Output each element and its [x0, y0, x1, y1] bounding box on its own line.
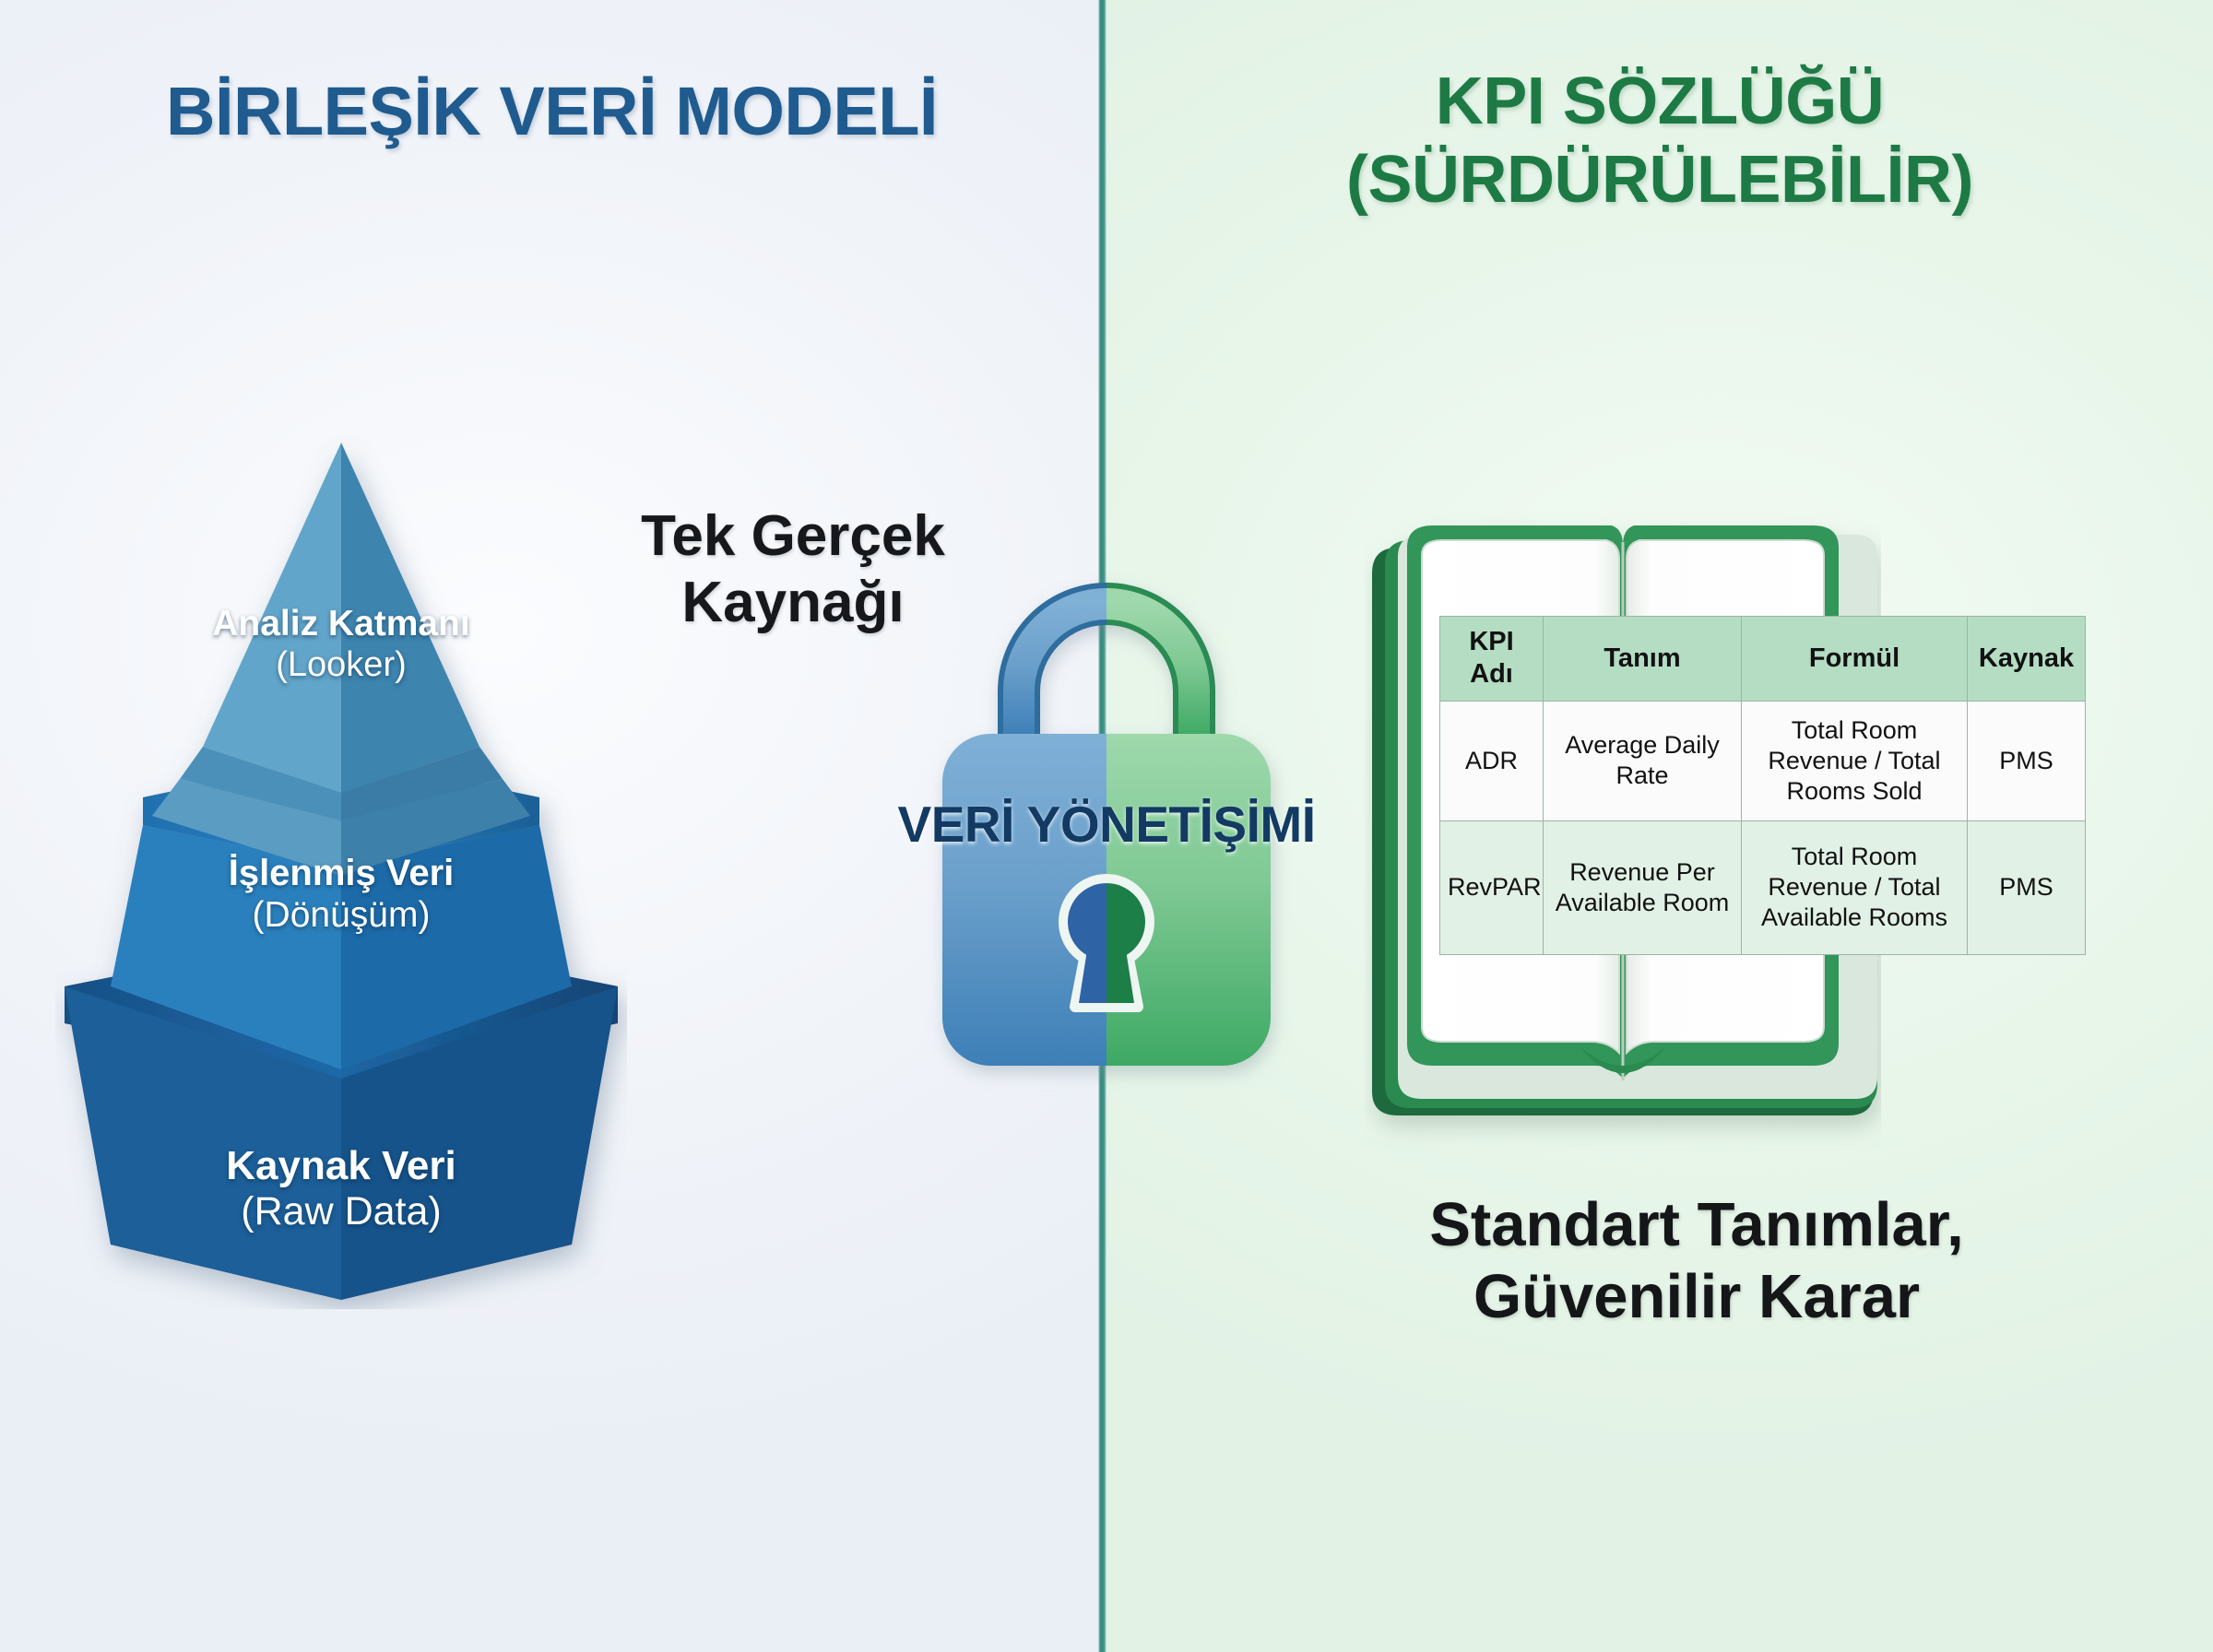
keyhole-icon: [1059, 874, 1154, 1012]
cell-source: PMS: [1967, 700, 2086, 821]
right-title-line-2: (SÜRDÜRÜLEBİLİR): [1346, 142, 1973, 217]
right-panel-title: KPI SÖZLÜĞÜ (SÜRDÜRÜLEBİLİR): [1106, 63, 2213, 219]
caption-line-1: Tek Gerçek: [641, 504, 945, 568]
header-formula: Formül: [1741, 616, 1968, 702]
cell-source: PMS: [1967, 820, 2086, 955]
single-source-of-truth-caption: Tek Gerçek Kaynağı: [572, 503, 1014, 636]
cell-formula: Total Room Revenue / Total Rooms Sold: [1741, 700, 1968, 821]
cell-definition: Revenue Per Available Room: [1543, 820, 1742, 955]
data-governance-label: VERİ YÖNETİŞİMİ: [897, 796, 1316, 853]
kpi-definitions-table: KPI Adı Tanım Formül Kaynak ADR Average …: [1439, 616, 2086, 955]
right-title-line-1: KPI SÖZLÜĞÜ: [1435, 65, 1885, 138]
header-definition: Tanım: [1543, 616, 1742, 702]
pyramid-graphic: [65, 442, 618, 1300]
book-caption-line-1: Standart Tanımlar,: [1429, 1190, 1964, 1259]
cell-kpi-name: RevPAR: [1439, 820, 1544, 955]
data-model-pyramid: Analiz Katmanı (Looker) İşlenmiş Veri (D…: [55, 433, 627, 1309]
table-header-row: KPI Adı Tanım Formül Kaynak: [1439, 616, 2086, 702]
book-caption-line-2: Güvenilir Karar: [1473, 1262, 1921, 1332]
padlock-icon: [942, 583, 1271, 1066]
cell-definition: Average Daily Rate: [1543, 700, 1742, 821]
left-panel-title: BİRLEŞİK VERİ MODELİ: [166, 73, 938, 149]
data-governance-lock: [922, 553, 1291, 1106]
header-source: Kaynak: [1967, 616, 2086, 702]
header-kpi-name: KPI Adı: [1439, 616, 1544, 702]
standard-definitions-caption: Standart Tanımlar, Güvenilir Karar: [1319, 1189, 2075, 1334]
cell-kpi-name: ADR: [1439, 700, 1544, 821]
table-row: RevPAR Revenue Per Available Room Total …: [1439, 820, 2086, 955]
cell-formula: Total Room Revenue / Total Available Roo…: [1741, 820, 1968, 955]
caption-line-2: Kaynağı: [681, 570, 905, 634]
table-row: ADR Average Daily Rate Total Room Revenu…: [1439, 700, 2086, 821]
